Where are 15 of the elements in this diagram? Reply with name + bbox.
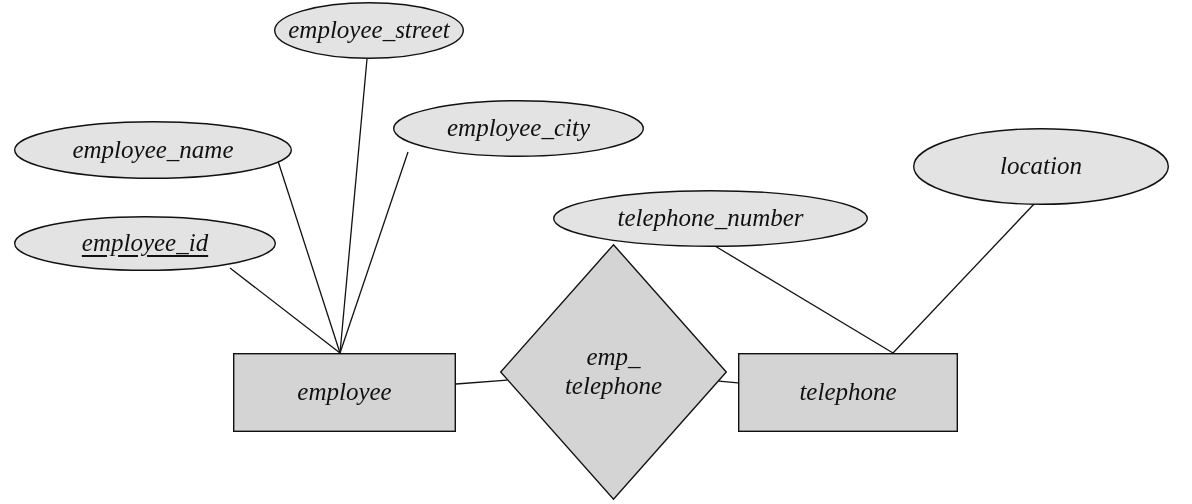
label: telephone [799, 378, 897, 407]
connector-line [277, 160, 341, 354]
label: emp_ telephone [563, 343, 664, 401]
connector-line [229, 267, 341, 354]
label: employee_street [288, 16, 450, 45]
label: employee [297, 378, 392, 407]
label: telephone_number [617, 204, 804, 233]
connector-line [339, 151, 409, 354]
connector-line [714, 245, 894, 354]
connector-line [455, 379, 508, 385]
label: location [1000, 152, 1082, 181]
label: employee_name [72, 135, 234, 165]
label: employee_city [447, 114, 590, 143]
connector-line [718, 380, 739, 384]
key-attribute-label: employee_id [81, 229, 209, 258]
